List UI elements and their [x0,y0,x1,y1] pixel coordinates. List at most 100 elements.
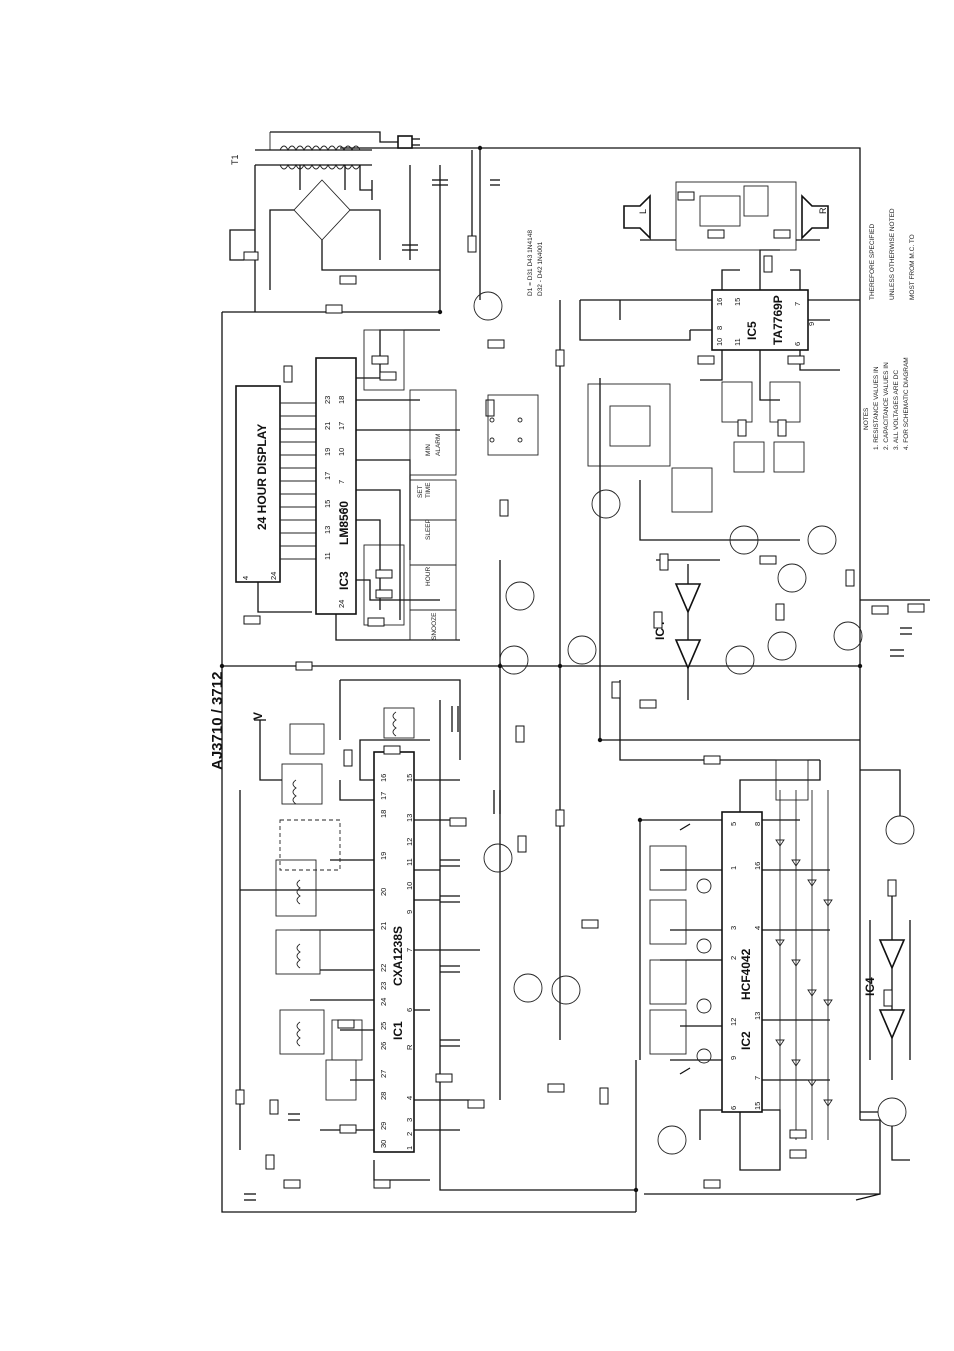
speaker-left-label: L [638,209,648,214]
svg-text:3: 3 [729,926,738,930]
switch-minute-label: MIN [425,444,432,456]
svg-text:15: 15 [733,298,742,306]
svg-text:15: 15 [753,1102,762,1110]
svg-text:24: 24 [337,600,346,608]
svg-text:25: 25 [379,1022,388,1030]
svg-text:15: 15 [323,500,332,508]
svg-text:2: 2 [405,1132,414,1136]
transistor-q8 [657,1125,687,1155]
svg-text:18: 18 [379,810,388,818]
display-pins: 4 24 [241,572,278,580]
svg-text:13: 13 [405,814,414,822]
speaker-left [623,194,651,240]
svg-text:6: 6 [793,342,802,346]
switch-hour-label: HOUR [425,567,432,586]
side-note-3: MOST FROM M.C. TO [909,234,916,300]
svg-text:7: 7 [337,480,346,484]
svg-text:5: 5 [337,508,346,512]
ic1-part: CXA1238S [391,926,405,986]
speaker-right-label: R [818,207,828,214]
ic4-lower: IC4 [855,769,915,1201]
svg-text:17: 17 [337,422,346,430]
svg-text:1: 1 [405,1146,414,1150]
display-bus [257,402,316,613]
svg-text:12: 12 [405,838,414,846]
ic2-hcf4042: HCF4042 IC2 5 1 3 2 12 9 6 8 16 4 13 7 1… [639,759,830,1171]
model-title: AJ3710 / 3712 [209,672,226,770]
svg-text:21: 21 [323,422,332,430]
rf-section: V [235,679,501,1201]
svg-text:20: 20 [379,888,388,896]
svg-text:22: 22 [379,964,388,972]
svg-text:16: 16 [715,298,724,306]
svg-text:4: 4 [753,926,762,930]
svg-text:9: 9 [807,322,816,326]
transistor-q5b [567,635,597,665]
ic1-cxa1238s: CXA1238S IC1 16 17 18 19 20 21 22 23 24 … [240,739,480,1181]
side-note-1: THEREFORE SPECIFIED [869,223,876,300]
svg-text:24: 24 [379,998,388,1006]
ic5-ta7769p: IC5 TA7769P 16 8 10 15 11 7 6 9 [579,249,840,473]
svg-text:3: 3 [405,1118,414,1122]
switch-set-label: SET [417,485,424,498]
ic3-part: LM8560 [337,501,351,545]
ic1-body [373,751,415,1153]
svg-text:30: 30 [379,1140,388,1148]
svg-text:12: 12 [729,1018,738,1026]
ic3-lm8560: IC3 LM8560 23 21 19 17 15 13 11 18 17 10… [315,329,460,641]
svg-text:6: 6 [729,1106,738,1110]
transistor-q4 [499,645,529,675]
time-switches: TIME SET SLEEP HOUR MIN ALARM SNOOZE [363,329,457,641]
svg-text:8: 8 [753,822,762,826]
svg-text:11: 11 [733,338,742,346]
ic1-pins: 16 17 18 19 20 21 22 23 24 25 26 27 28 2… [379,774,414,1150]
diode-note-line2: D32 - D42 1N4001 [537,241,544,296]
transistor-q3 [483,843,513,873]
svg-text:4: 4 [241,576,250,580]
svg-text:16: 16 [753,862,762,870]
svg-text:11: 11 [405,858,414,866]
ic5-pins: 16 8 10 15 11 7 6 9 [715,298,816,346]
transistor-q5 [505,581,535,611]
svg-text:9: 9 [729,1056,738,1060]
note-line-4: 4. FOR SCHEMATIC DIAGRAM [903,357,910,450]
speaker-right [801,194,829,240]
antenna-label: V [251,712,265,720]
display-module: 24 HOUR DISPLAY 4 24 [235,385,281,583]
svg-text:19: 19 [379,852,388,860]
switch-snooze-label: SNOOZE [431,612,438,640]
transistors-mid [243,291,721,1109]
ac-plug [397,135,413,149]
ic3-ref: IC3 [337,571,351,590]
svg-text:7: 7 [753,1076,762,1080]
svg-text:10: 10 [715,338,724,346]
svg-text:23: 23 [323,396,332,404]
ic5-part: TA7769P [771,295,785,345]
note-line-1: 1. RESISTANCE VALUES IN [873,366,880,450]
svg-text:23: 23 [379,982,388,990]
ic2-part: HCF4042 [739,948,753,1000]
svg-text:15: 15 [405,774,414,782]
svg-text:16: 16 [379,774,388,782]
audio-output: L R [623,181,829,273]
ic5-ref: IC5 [745,321,759,340]
diode-note: D1 = D31 D43 1N4148 D32 - D42 1N4001 [527,230,544,296]
svg-text:9: 9 [405,910,414,914]
svg-text:7: 7 [405,948,414,952]
notes-block: NOTES 1. RESISTANCE VALUES IN 2. CAPACIT… [863,357,910,450]
svg-text:13: 13 [323,526,332,534]
svg-text:6: 6 [405,1008,414,1012]
note-line-3: 3. ALL VOLTAGES ARE DC [893,370,900,450]
side-notes: THEREFORE SPECIFIED UNLESS OTHERWISE NOT… [869,208,916,300]
ic3-pins: 23 21 19 17 15 13 11 18 17 10 7 5 24 [323,396,346,608]
bridge-rectifier [293,179,351,241]
svg-text:5: 5 [729,822,738,826]
ic4-upper: IC4 [653,553,720,700]
24-hour-display [235,385,281,583]
transistor-q13 [473,291,503,321]
svg-text:8: 8 [715,326,724,330]
transistor-q1 [513,973,543,1003]
svg-text:27: 27 [379,1070,388,1078]
ic5-body [711,289,809,351]
